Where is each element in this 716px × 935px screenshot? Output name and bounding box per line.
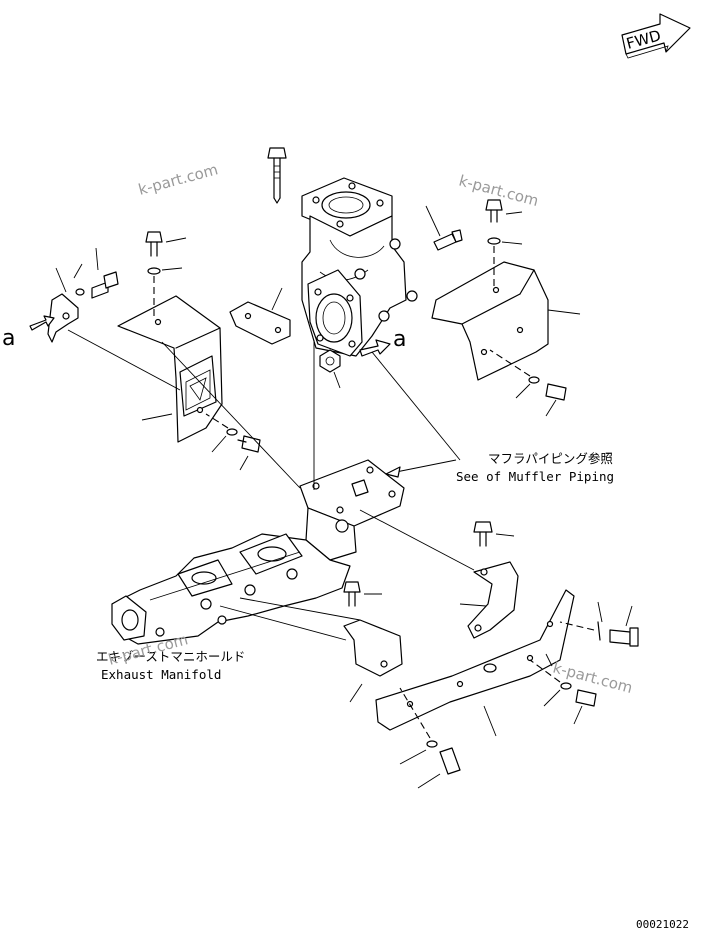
right-top-bolt bbox=[485, 199, 503, 288]
muffler-reference-en: See of Muffler Piping bbox=[456, 469, 614, 484]
far-right-bolt bbox=[559, 621, 639, 647]
right-bottom-bolt bbox=[489, 349, 567, 401]
mid-clip-bracket bbox=[229, 301, 291, 345]
reference-lines bbox=[67, 329, 475, 641]
manifold-label-jp: エキゾーストマニホールド bbox=[96, 649, 245, 664]
left-top-bolt bbox=[145, 231, 163, 318]
manifold-center-bolt bbox=[343, 581, 361, 607]
section-callout-left: a bbox=[2, 326, 15, 351]
manifold-label-en: Exhaust Manifold bbox=[101, 667, 221, 682]
right-lower-bolt bbox=[529, 659, 597, 707]
leader-lines bbox=[55, 205, 633, 789]
left-bottom-bolt bbox=[205, 413, 261, 453]
muffler-reference-jp: マフラパイピング参照 bbox=[488, 451, 613, 466]
watermark: k-part.com bbox=[551, 658, 635, 697]
hex-nut bbox=[319, 349, 341, 373]
section-arrow-left bbox=[29, 315, 55, 331]
muffler-reference-pointer bbox=[385, 459, 457, 478]
bottom-bolt bbox=[399, 687, 461, 775]
left-heat-shield bbox=[117, 295, 223, 443]
right-heat-shield bbox=[431, 261, 549, 381]
long-top-bolt bbox=[267, 147, 287, 204]
watermark: k-part.com bbox=[136, 160, 220, 199]
fwd-arrow-badge: FWD bbox=[621, 13, 691, 59]
lower-center-bracket bbox=[343, 619, 403, 677]
elbow-side-bolt bbox=[433, 229, 463, 251]
section-callout-right: a bbox=[393, 327, 406, 352]
section-arrow-right bbox=[359, 339, 391, 357]
right-support-bracket bbox=[467, 521, 519, 639]
figure-code: 00021022 bbox=[636, 918, 689, 931]
lower-heat-shield bbox=[375, 589, 575, 731]
exhaust-elbow bbox=[301, 177, 418, 357]
exhaust-manifold bbox=[111, 459, 405, 645]
left-small-bracket bbox=[47, 271, 119, 343]
